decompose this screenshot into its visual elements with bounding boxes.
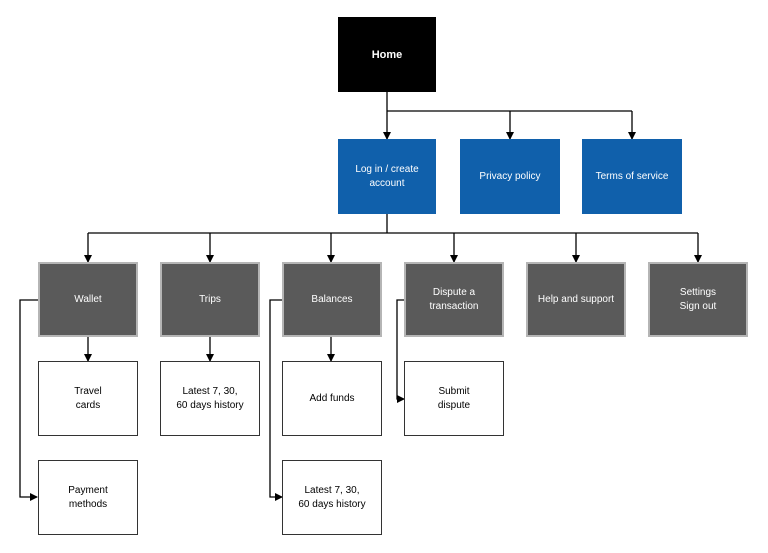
- privacy-policy-node: Privacy policy: [460, 139, 560, 214]
- balances-node: Balances: [282, 262, 382, 337]
- travel-cards-node: Travel cards: [38, 361, 138, 436]
- balances-history-node: Latest 7, 30, 60 days history: [282, 460, 382, 535]
- submit-dispute-node: Submit dispute: [404, 361, 504, 436]
- dispute-transaction-node: Dispute a transaction: [404, 262, 504, 337]
- trips-history-node: Latest 7, 30, 60 days history: [160, 361, 260, 436]
- connector-dispute-submit: [396, 299, 406, 403]
- connector-balances-history: [269, 299, 283, 501]
- settings-signout-node: Settings Sign out: [648, 262, 748, 337]
- help-support-node: Help and support: [526, 262, 626, 337]
- home-node: Home: [338, 17, 436, 92]
- payment-methods-node: Payment methods: [38, 460, 138, 535]
- terms-of-service-node: Terms of service: [582, 139, 682, 214]
- login-create-account-node: Log in / create account: [338, 139, 436, 214]
- connector-wallet-payment: [19, 299, 38, 501]
- wallet-node: Wallet: [38, 262, 138, 337]
- add-funds-node: Add funds: [282, 361, 382, 436]
- trips-node: Trips: [160, 262, 260, 337]
